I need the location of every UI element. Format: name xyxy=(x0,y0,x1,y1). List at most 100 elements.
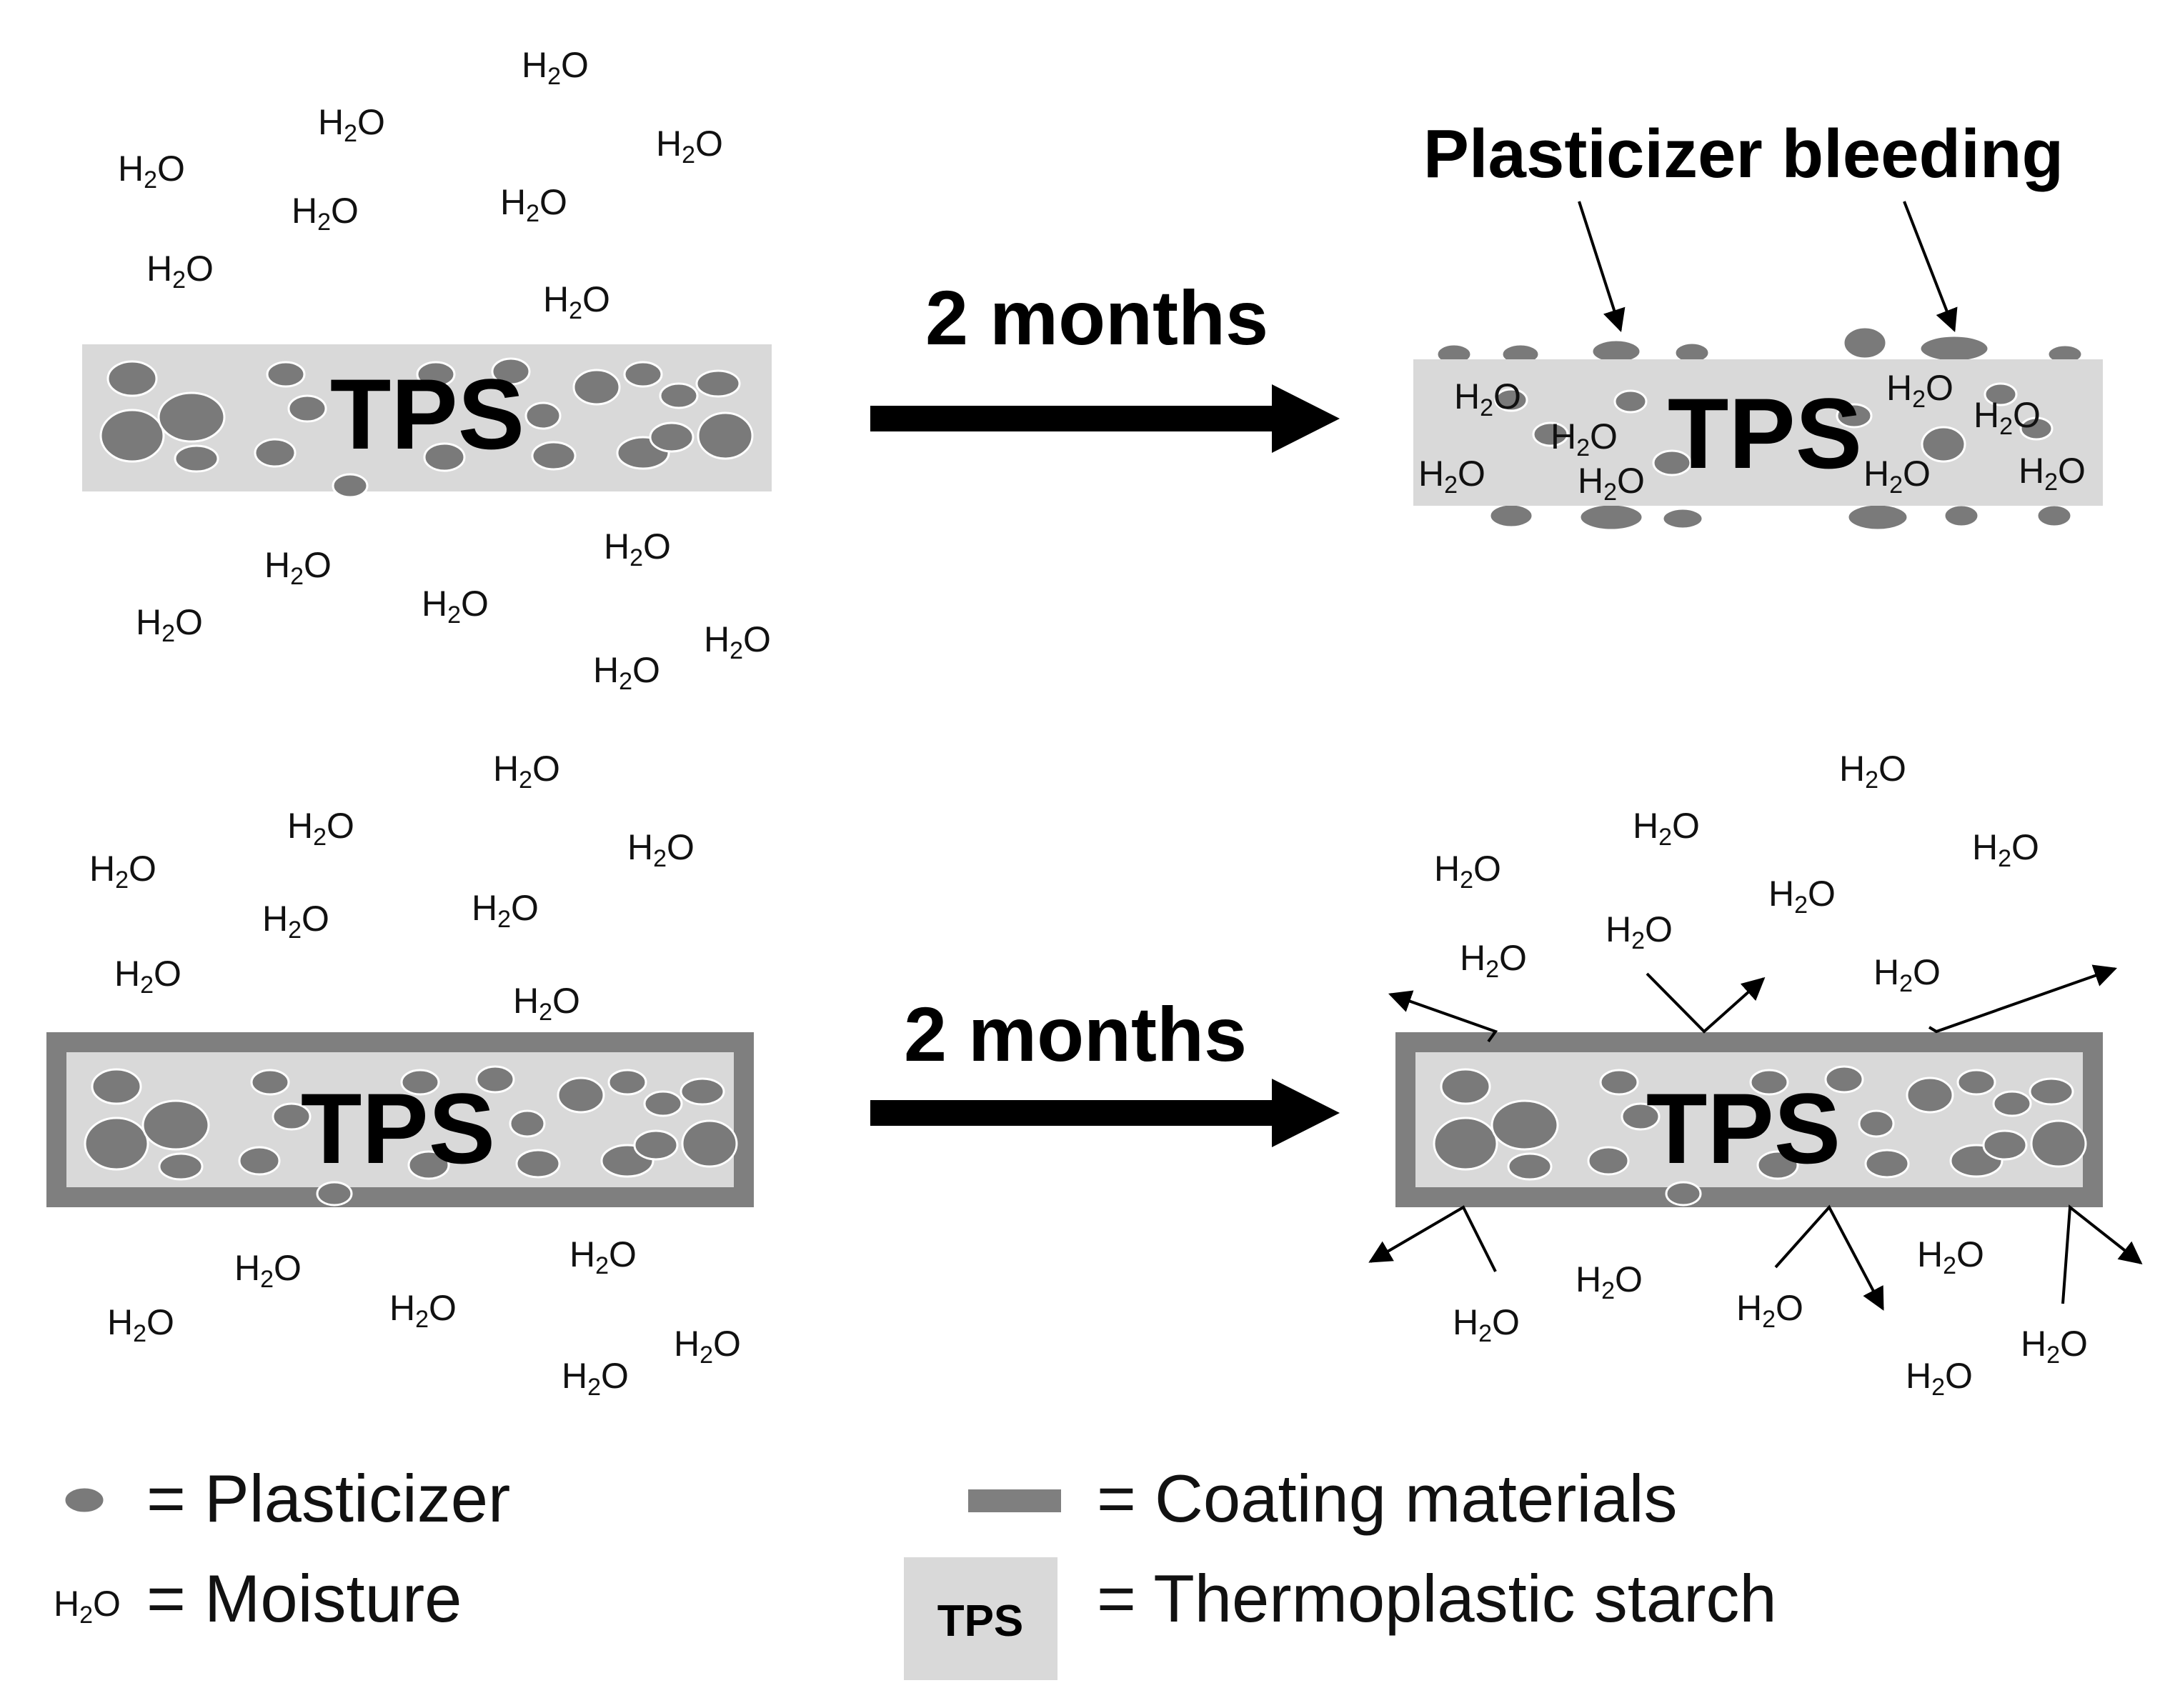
h2o-label: H2O xyxy=(1453,1302,1520,1347)
h2o-label: H2O xyxy=(114,954,181,999)
tps-film xyxy=(1413,359,2103,506)
h2o-label: H2O xyxy=(264,545,332,590)
bled-plasticizer xyxy=(1435,326,2084,531)
deflection-arrow xyxy=(1368,1205,1497,1272)
h2o-label: H2O xyxy=(674,1324,741,1369)
plasticizer-particle xyxy=(1490,1099,1559,1151)
plasticizer-particle xyxy=(1836,403,1873,429)
plasticizer-particle xyxy=(633,1129,679,1161)
plasticizer-particle xyxy=(1488,503,1534,529)
bleeding-label: Plasticizer bleeding xyxy=(1423,116,2064,192)
plasticizer-particle xyxy=(158,1152,204,1181)
h2o-label: H2O xyxy=(472,888,539,933)
plasticizer-particle xyxy=(1652,449,1692,476)
h2o-label: H2O xyxy=(1768,874,1836,919)
h2o-label: H2O xyxy=(1418,454,1485,499)
plasticizer-particle xyxy=(238,1146,281,1176)
h2o-label: H2O xyxy=(234,1248,302,1293)
legend-tps-label: = Thermoplastic starch xyxy=(1097,1561,1777,1636)
legend-coating-label: = Coating materials xyxy=(1097,1461,1677,1536)
h2o-label: H2O xyxy=(1873,952,1941,997)
plasticizer-particle xyxy=(250,1069,290,1096)
h2o-label: H2O xyxy=(1434,849,1501,894)
plasticizer-particle xyxy=(157,391,226,443)
plasticizer-particles xyxy=(99,357,754,499)
plasticizer-particle xyxy=(91,1068,142,1105)
h2o-label: H2O xyxy=(513,981,580,1026)
h2o-label: H2O xyxy=(1736,1288,1803,1333)
plasticizer-particle xyxy=(1433,1117,1498,1171)
h2o-label: H2O xyxy=(2021,1324,2088,1369)
plasticizer-particle xyxy=(84,1117,149,1171)
plasticizer-particle xyxy=(524,401,562,430)
plasticizer-particle xyxy=(1494,388,1528,412)
plasticizer-particle xyxy=(1842,326,1888,360)
plasticizer-particle xyxy=(316,1181,353,1207)
plasticizer-particle xyxy=(1824,1065,1864,1094)
plasticizer-particle xyxy=(407,1150,450,1180)
legend-moisture-label: = Moisture xyxy=(146,1561,462,1636)
h2o-label: H2O xyxy=(262,899,329,944)
h2o-label: H2O xyxy=(543,279,610,324)
plasticizer-particle xyxy=(1532,421,1569,447)
plasticizer-particle xyxy=(697,411,754,460)
time-arrow-bottom: 2 months xyxy=(870,991,1340,1147)
plasticizer-particles xyxy=(84,1065,738,1207)
h2o-label: H2O xyxy=(562,1356,629,1401)
h2o-label: H2O xyxy=(1578,461,1645,506)
tps-label: TPS xyxy=(301,1072,495,1184)
plasticizer-particle xyxy=(695,369,741,398)
h2o-label: H2O xyxy=(136,602,203,647)
h2o-label: H2O xyxy=(2019,451,2086,496)
plasticizer-particle xyxy=(332,473,369,499)
plasticizer-particle xyxy=(1587,1146,1630,1176)
legend-coating-swatch xyxy=(968,1489,1061,1512)
plasticizer-particle xyxy=(1661,507,1704,530)
h2o-label: H2O xyxy=(1863,454,1931,499)
h2o-label: H2O xyxy=(89,849,156,894)
h2o-label: H2O xyxy=(318,102,385,147)
plasticizer-particle xyxy=(1956,1069,1996,1096)
plasticizer-particle xyxy=(1613,389,1648,414)
h2o-label: H2O xyxy=(1839,749,1906,794)
h2o-label: H2O xyxy=(1576,1259,1643,1304)
plasticizer-particle xyxy=(1982,1129,2028,1161)
plasticizer-particle xyxy=(509,1109,546,1138)
plasticizer-particle xyxy=(1921,426,1966,463)
deflection-arrow xyxy=(1646,972,1766,1034)
arrow-head xyxy=(1272,1079,1340,1147)
h2o-label: H2O xyxy=(569,1234,637,1279)
plasticizer-particle xyxy=(680,1077,725,1106)
bleeding-pointer xyxy=(1903,201,1958,332)
h2o-label: H2O xyxy=(500,182,567,227)
plasticizer-particle xyxy=(2036,504,2073,528)
plasticizer-particle xyxy=(491,357,531,386)
plasticizer-particle xyxy=(1621,1102,1661,1131)
h2o-label: H2O xyxy=(604,526,671,571)
deflection-arrow xyxy=(2061,1204,2143,1304)
h2o-label: H2O xyxy=(1917,1234,1984,1279)
legend: = Plasticizer H2O = Moisture = Coating m… xyxy=(54,1461,1777,1680)
h2o-label: H2O xyxy=(1633,806,1700,851)
arrow-shaft xyxy=(870,406,1285,431)
legend-plasticizer-label: = Plasticizer xyxy=(146,1461,510,1536)
h2o-label: H2O xyxy=(1974,395,2041,440)
plasticizer-particle xyxy=(99,409,165,463)
h2o-label: H2O xyxy=(593,650,660,695)
deflection-arrow xyxy=(1774,1204,1884,1311)
plasticizer-particle xyxy=(106,360,158,397)
h2o-label: H2O xyxy=(656,124,723,169)
plasticizer-particle xyxy=(416,361,456,388)
h2o-label: H2O xyxy=(1606,909,1673,954)
plasticizer-particle xyxy=(1756,1150,1799,1180)
plasticizer-particle xyxy=(623,361,663,388)
plasticizer-particle xyxy=(643,1090,683,1117)
plasticizer-particle xyxy=(400,1069,440,1096)
plasticizer-particle xyxy=(174,444,219,473)
plasticizer-particles xyxy=(1494,382,2054,476)
plasticizer-particle xyxy=(1665,1181,1702,1207)
